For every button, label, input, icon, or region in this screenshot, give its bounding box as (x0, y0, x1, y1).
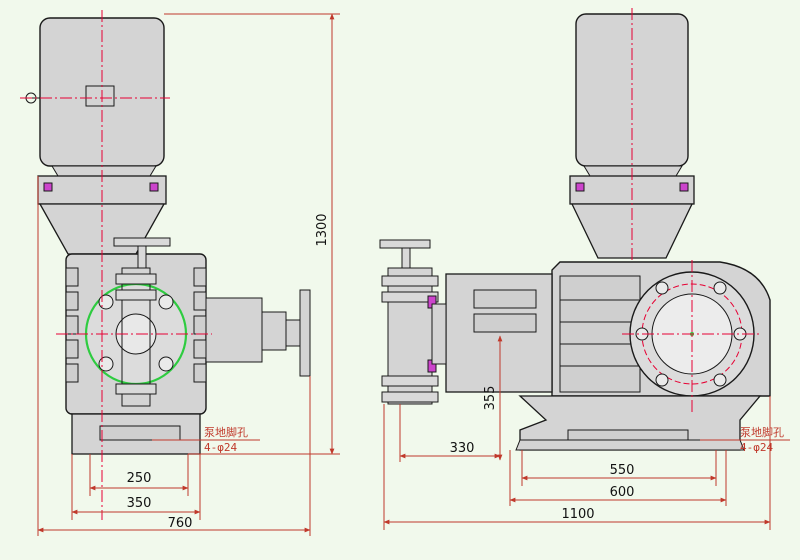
right-foot-hole-title: 泵地脚孔 (740, 425, 784, 439)
dim-330: 330 (450, 441, 475, 456)
left-dimensions (37, 13, 340, 536)
dim-350: 350 (127, 496, 152, 511)
left-valve-handwheel (113, 237, 171, 247)
right-view (379, 8, 771, 451)
dim-1100: 1100 (561, 507, 594, 522)
left-valve-stack (121, 267, 151, 407)
right-dimensions (383, 335, 790, 530)
left-foot-hole-spec: 4-φ24 (204, 441, 237, 454)
dim-600: 600 (610, 485, 635, 500)
dim-550: 550 (610, 463, 635, 478)
dim-355: 355 (483, 386, 498, 411)
left-stroke-adjuster (205, 297, 263, 363)
left-view (20, 10, 311, 520)
right-foot-hole-spec: 4-φ24 (740, 441, 773, 454)
left-motor-terminal-box (85, 85, 115, 107)
dim-760: 760 (168, 516, 193, 531)
left-foot-hole-title: 泵地脚孔 (204, 425, 248, 439)
dim-1300: 1300 (315, 213, 330, 246)
right-valve-handwheel (379, 239, 431, 249)
dim-250: 250 (127, 471, 152, 486)
